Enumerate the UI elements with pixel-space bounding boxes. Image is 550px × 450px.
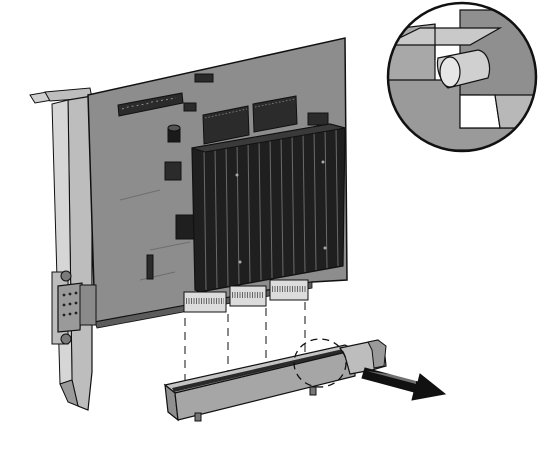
memory-chip — [202, 105, 250, 145]
edge-connector — [229, 285, 267, 307]
pin-header — [117, 92, 184, 117]
mounting-bracket — [29, 87, 93, 411]
heatsink — [191, 123, 346, 293]
small-chip — [194, 73, 214, 83]
edge-connector — [183, 291, 227, 313]
small-chip — [307, 112, 329, 126]
small-chip — [183, 102, 197, 112]
expansion-slot — [163, 344, 357, 422]
small-chip — [164, 161, 182, 181]
detail-callout-circle — [293, 338, 347, 388]
retention-latch — [339, 339, 387, 375]
small-chip — [146, 254, 154, 280]
edge-connector — [269, 279, 309, 301]
memory-chip — [252, 95, 298, 133]
pull-direction-arrow — [361, 367, 447, 401]
detail-magnifier — [386, 1, 538, 153]
small-chip — [175, 214, 195, 240]
vga-connector — [51, 270, 97, 345]
capacitor — [167, 124, 181, 143]
